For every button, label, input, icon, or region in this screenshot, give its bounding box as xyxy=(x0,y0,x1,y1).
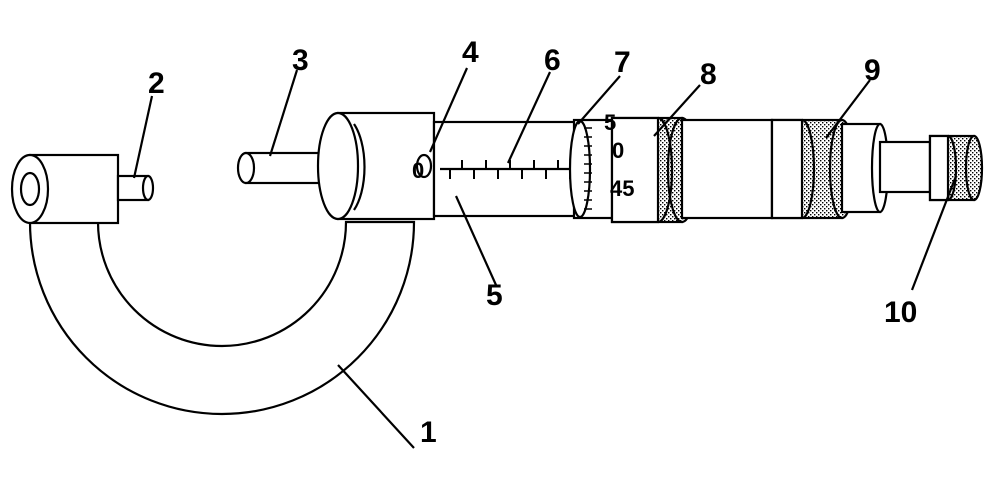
leader-lines xyxy=(132,67,958,449)
lock-nut xyxy=(415,153,433,179)
sleeve-zero-mark: 0 xyxy=(412,158,424,183)
label-3: 3 xyxy=(292,44,309,77)
label-1: 1 xyxy=(420,416,437,449)
label-6: 6 xyxy=(544,44,561,77)
label-8: 8 xyxy=(700,58,717,91)
anvil xyxy=(116,174,155,202)
label-5: 5 xyxy=(486,279,503,312)
thimble-bevel xyxy=(568,118,616,220)
frame xyxy=(28,220,416,416)
thimble-zero: 0 xyxy=(612,138,624,163)
thimble-fragment-top: 5 xyxy=(604,110,616,135)
label-7: 7 xyxy=(614,46,631,79)
label-4: 4 xyxy=(462,36,479,69)
thimble-45: 45 xyxy=(610,176,634,201)
label-9: 9 xyxy=(864,54,881,87)
ratchet-body xyxy=(840,122,932,214)
label-10: 10 xyxy=(884,296,917,329)
anvil-holder xyxy=(10,153,120,225)
thimble-body xyxy=(680,118,774,220)
label-2: 2 xyxy=(148,67,165,100)
ratchet-knob xyxy=(928,134,984,202)
